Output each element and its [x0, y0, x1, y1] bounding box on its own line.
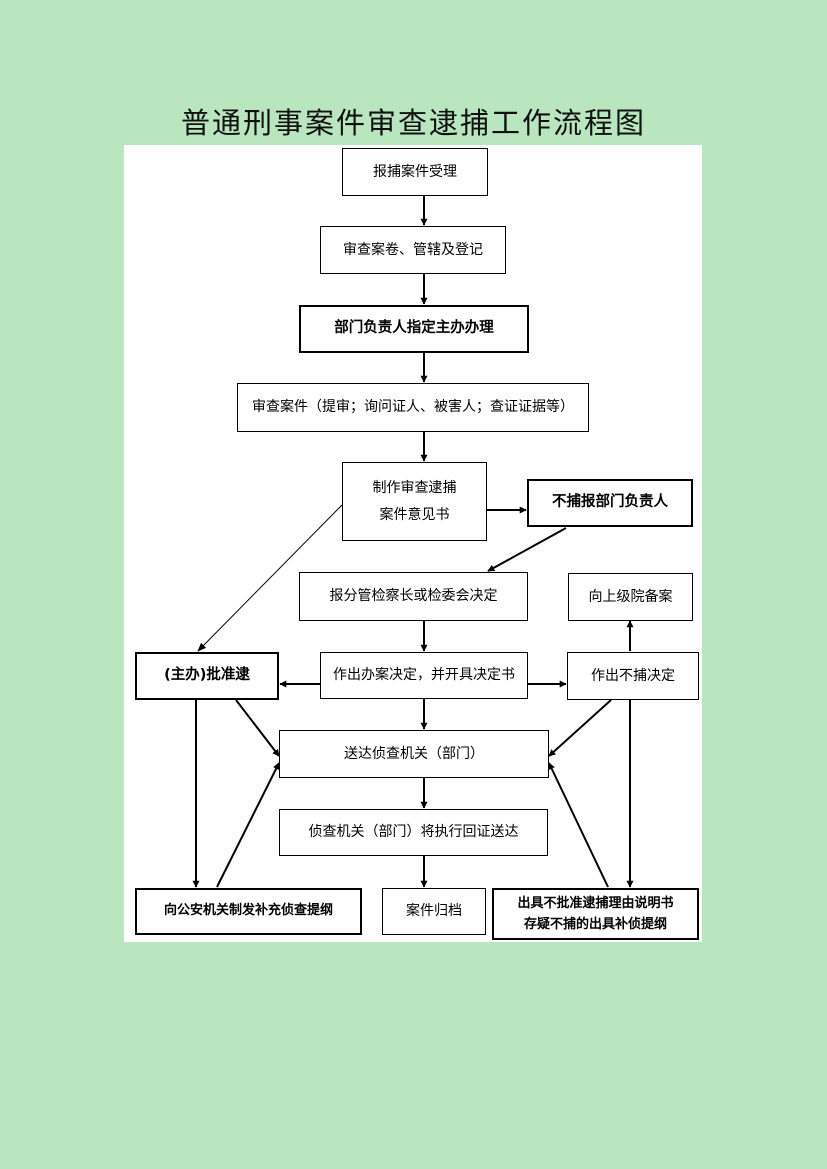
arrow-noarrest-to-decide: [487, 527, 567, 572]
flowchart-panel: 报捕案件受理 审查案卷、管辖及登记 部门负责人指定主办办理 审查案件（提审；询问…: [124, 145, 702, 942]
node-make-decision: 作出办案决定，并开具决定书: [320, 652, 528, 699]
node-review-file: 审查案卷、管辖及登记: [320, 226, 506, 274]
node-assign: 部门负责人指定主办办理: [299, 305, 529, 353]
node-deliver: 送达侦查机关（部门）: [279, 730, 549, 778]
arrow-approve-to-deliver: [235, 699, 280, 757]
page-title: 普通刑事案件审查逮捕工作流程图: [180, 106, 646, 140]
arrow-explain-to-deliver: [548, 762, 609, 888]
node-file-upper: 向上级院备案: [568, 573, 693, 621]
node-approve: (主办)批准逮: [135, 652, 279, 700]
node-no-arrest-decision: 作出不捕决定: [567, 652, 699, 700]
node-accept: 报捕案件受理: [342, 148, 488, 196]
node-opinion: 制作审查逮捕 案件意见书: [342, 462, 487, 541]
node-review-case: 审查案件（提审；询问证人、被害人；查证证据等）: [237, 383, 589, 432]
node-supplement: 向公安机关制发补充侦查提纲: [135, 888, 362, 935]
node-decide: 报分管检察长或检委会决定: [299, 572, 528, 621]
arrow-supplement-to-deliver: [216, 762, 280, 888]
node-no-arrest-report: 不捕报部门负责人: [527, 479, 693, 527]
flowchart-connectors: [192, 196, 634, 888]
arrow-noarrest-decision-to-deliver: [548, 699, 612, 757]
node-receipt: 侦查机关（部门）将执行回证送达: [279, 809, 548, 856]
node-archive: 案件归档: [382, 888, 486, 935]
arrow-opinion-to-approve: [197, 504, 343, 652]
node-explain: 出具不批准逮捕理由说明书 存疑不捕的出具补侦提纲: [492, 888, 699, 940]
